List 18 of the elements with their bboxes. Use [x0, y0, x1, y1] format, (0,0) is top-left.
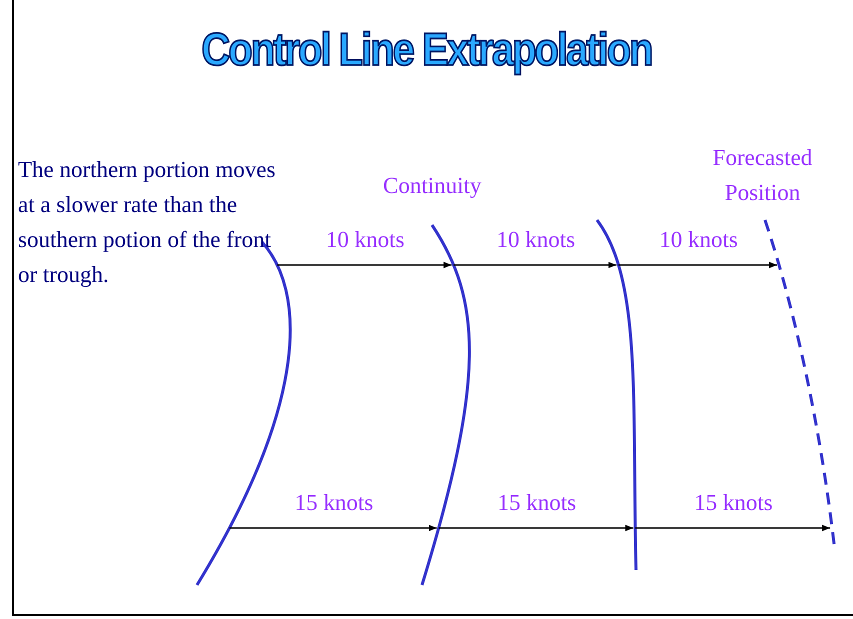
edge-label: 10 knots	[496, 227, 576, 253]
arrow	[277, 262, 452, 268]
edge-label: 10 knots	[326, 227, 404, 253]
front-line	[420, 224, 471, 586]
edge-label: 15 knots	[694, 490, 773, 516]
edge-label: 15 knots	[498, 490, 576, 516]
arrow	[438, 524, 634, 532]
section-label: Continuity	[383, 173, 482, 199]
front-line	[596, 219, 638, 570]
title: Control Line Extrapolation	[200, 24, 653, 76]
edge-label: 10 knots	[659, 227, 738, 253]
note-text: The northern portion moves at a slower rate than the southern potion of the front or trough.	[18, 156, 276, 289]
arrow	[454, 262, 616, 268]
arrow	[635, 524, 830, 532]
position-label: Forecasted Position	[712, 144, 814, 207]
edge-label: 15 knots	[294, 490, 374, 516]
arrow	[230, 524, 437, 532]
arrow	[618, 262, 777, 268]
